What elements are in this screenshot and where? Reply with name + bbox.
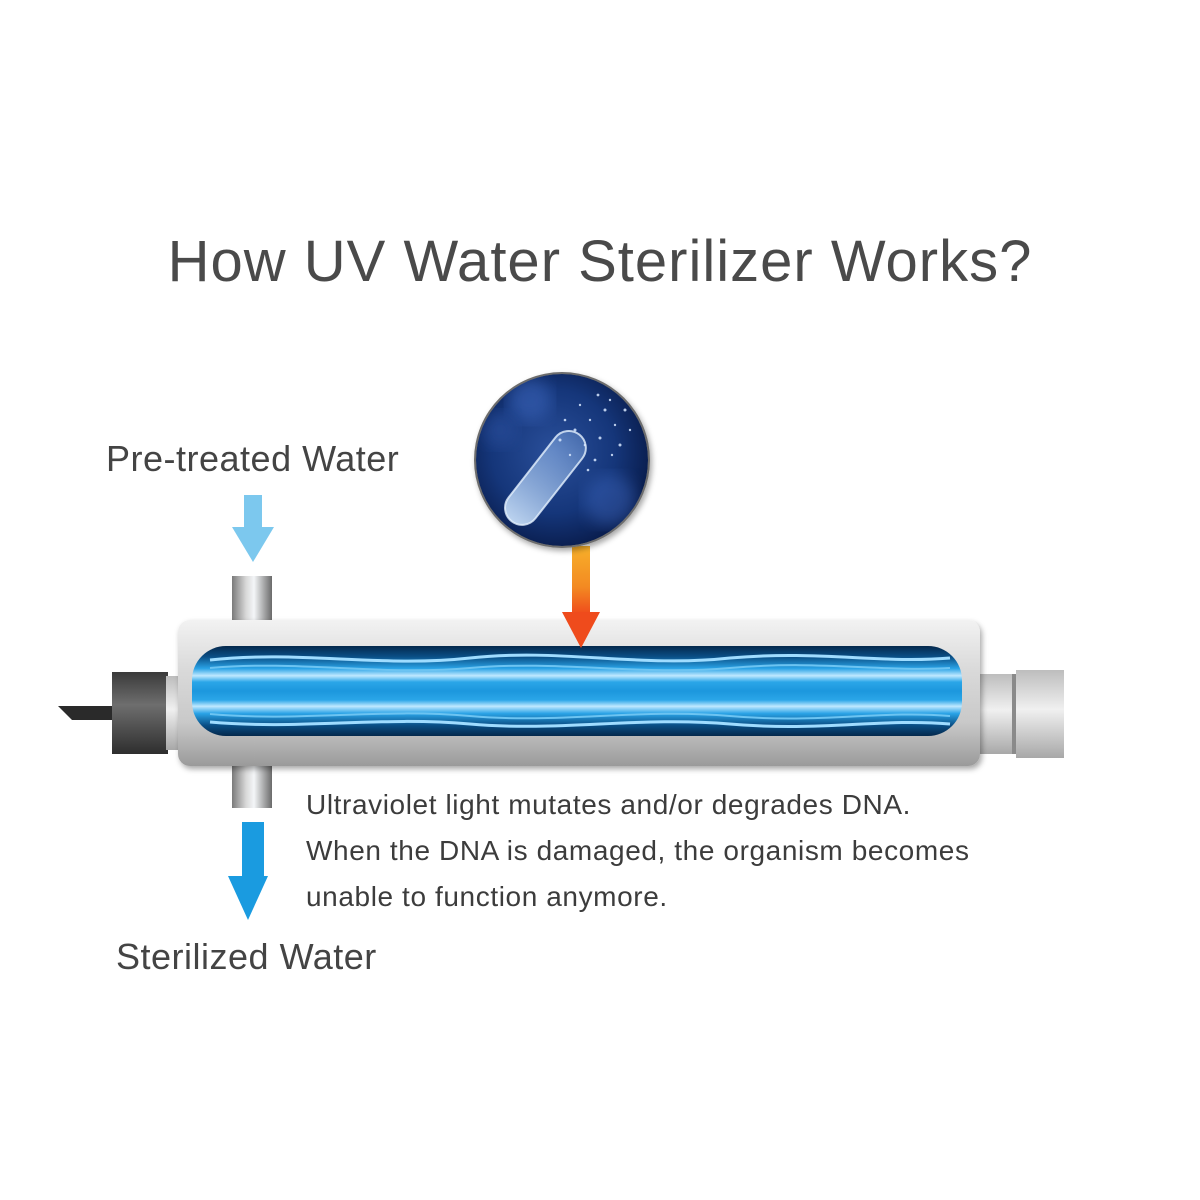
description-line-1: Ultraviolet light mutates and/or degrade… <box>306 789 911 820</box>
description-line-3: unable to function anymore. <box>306 881 668 912</box>
inlet-arrow-icon <box>232 495 274 562</box>
uv-lamp <box>192 646 962 736</box>
microorganism-inset-icon <box>474 372 650 548</box>
outlet-connector <box>978 670 1064 758</box>
outlet-arrow-icon <box>228 822 268 920</box>
power-cord-icon <box>58 706 112 720</box>
description-line-2: When the DNA is damaged, the organism be… <box>306 835 970 866</box>
description-text: Ultraviolet light mutates and/or degrade… <box>306 782 970 920</box>
inlet-label: Pre-treated Water <box>106 438 400 479</box>
left-end-cap <box>112 672 180 754</box>
uv-light-arrow-icon <box>562 546 600 648</box>
outlet-label: Sterilized Water <box>116 936 377 977</box>
diagram-title: How UV Water Sterilizer Works? <box>167 229 1033 294</box>
inlet-pipe <box>232 576 272 626</box>
outlet-pipe <box>232 760 272 808</box>
